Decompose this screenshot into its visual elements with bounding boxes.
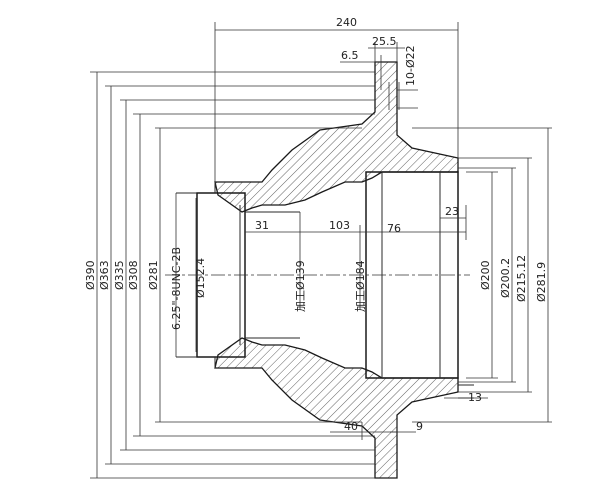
- dim-flange-thickness: 25.5: [372, 35, 397, 48]
- dim-bolt-holes: 10-Ø22: [404, 45, 417, 86]
- dia-363: Ø363: [98, 260, 111, 290]
- hub-section-body: [214, 61, 459, 479]
- dim-seg-13: 13: [468, 391, 482, 404]
- dim-seg-103: 103: [329, 219, 350, 232]
- dim-seg-76: 76: [387, 222, 401, 235]
- dim-overall-length: 240: [336, 16, 357, 29]
- machined-139: 加工Ø139: [294, 260, 307, 312]
- inner-dimensions: [245, 205, 467, 310]
- right-diameter-leaders: [412, 127, 552, 423]
- dia-200: Ø200: [479, 260, 492, 290]
- dia-335: Ø335: [113, 260, 126, 290]
- dia-281: Ø281: [147, 260, 160, 290]
- dim-seg-31: 31: [255, 219, 269, 232]
- dia-152-4: Ø152.4: [194, 258, 207, 298]
- thread-spec: 6.25"-8UNC-2B: [170, 247, 183, 330]
- dim-flange-offset: 6.5: [341, 49, 359, 62]
- dia-390: Ø390: [84, 260, 97, 290]
- bottom-dimensions: [330, 397, 488, 440]
- left-diameter-leaders: [90, 71, 375, 479]
- dim-seg-23: 23: [445, 205, 459, 218]
- machined-184: 加工Ø184: [354, 260, 367, 312]
- dia-308: Ø308: [127, 260, 140, 290]
- upper-wall-section: [214, 61, 459, 213]
- top-dimensions: [214, 22, 459, 182]
- dim-seg-40: 40: [344, 420, 358, 433]
- dim-seg-9: 9: [416, 420, 423, 433]
- dia-200-2: Ø200.2: [499, 258, 512, 298]
- lower-wall-section: [214, 337, 459, 479]
- dia-215-12: Ø215.12: [515, 255, 528, 302]
- dia-281-9: Ø281.9: [535, 262, 548, 302]
